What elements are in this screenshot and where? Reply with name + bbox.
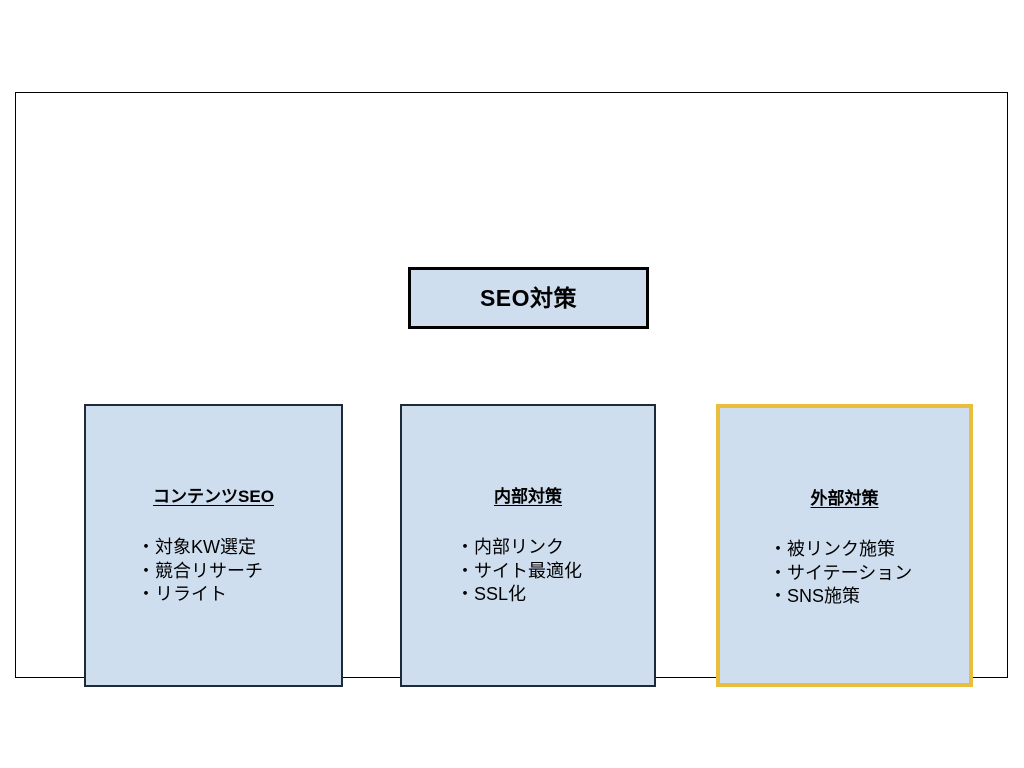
category-box-internal[interactable]: 内部対策 ・内部リンク ・サイト最適化 ・SSL化 xyxy=(400,404,656,687)
list-item: ・SSL化 xyxy=(456,584,527,604)
category-title-content-seo: コンテンツSEO xyxy=(153,487,274,506)
list-item: ・被リンク施策 xyxy=(769,539,895,559)
category-title-external: 外部対策 xyxy=(810,489,879,508)
category-box-external[interactable]: 外部対策 ・被リンク施策 ・サイテーション ・SNS施策 xyxy=(716,404,973,687)
category-list-external: ・被リンク施策 ・サイテーション ・SNS施策 xyxy=(769,538,912,609)
list-item: ・サイト最適化 xyxy=(456,560,582,581)
list-item: ・対象KW選定 xyxy=(137,537,256,557)
diagram-root-node[interactable]: SEO対策 xyxy=(408,267,649,329)
list-item: ・サイテーション xyxy=(769,562,913,583)
category-list-internal: ・内部リンク ・サイト最適化 ・SSL化 xyxy=(456,536,582,607)
category-list-content-seo: ・対象KW選定 ・競合リサーチ ・リライト xyxy=(137,536,263,607)
list-item: ・リライト xyxy=(137,584,227,604)
slide-frame: SEO対策 コンテンツSEO ・対象KW選定 ・競合リサーチ ・リライト 内部対… xyxy=(15,92,1008,687)
list-item: ・競合リサーチ xyxy=(137,560,263,581)
category-box-content-seo[interactable]: コンテンツSEO ・対象KW選定 ・競合リサーチ ・リライト xyxy=(84,404,343,687)
list-item: ・SNS施策 xyxy=(769,586,861,606)
root-node-label: SEO対策 xyxy=(479,284,578,311)
category-title-internal: 内部対策 xyxy=(494,487,562,506)
list-item: ・内部リンク xyxy=(456,537,564,557)
